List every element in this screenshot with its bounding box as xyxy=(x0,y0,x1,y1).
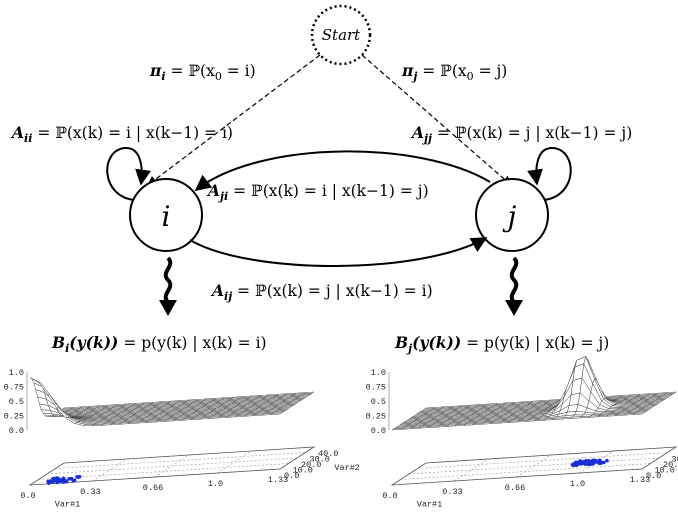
z-tick-label: 0.75 xyxy=(366,383,386,393)
x-tick-label: 0.66 xyxy=(143,483,163,493)
transition-j-to-i xyxy=(194,150,491,191)
z-tick-label: 0.5 xyxy=(9,397,24,407)
transition-i-to-j xyxy=(189,237,488,267)
x-tick-label: 1.33 xyxy=(268,475,288,485)
b-j-formula: Bj(y(k)) = p(y(k) | x(k) = j) xyxy=(394,333,609,355)
floor-grid-line xyxy=(55,452,306,469)
observation-point xyxy=(61,476,66,481)
x-tick-label: 0.0 xyxy=(20,491,35,501)
x-tick-label: 0.0 xyxy=(382,491,397,501)
observation-point xyxy=(605,458,609,463)
floor-grid-line xyxy=(46,457,298,475)
self-loop-i xyxy=(106,146,151,201)
pi-i-formula: πi = ℙ(x0 = i) xyxy=(149,61,256,83)
state-node-i xyxy=(129,178,203,252)
y-tick-label: 0.0 xyxy=(646,471,661,481)
observation-point xyxy=(58,478,63,483)
emission-squiggle-i xyxy=(163,256,173,304)
observation-point xyxy=(51,476,56,481)
surface-cell xyxy=(270,412,283,415)
observation-point xyxy=(579,459,583,464)
observation-point xyxy=(56,477,60,481)
start-node-label: Start xyxy=(322,26,361,44)
floor-grid-line xyxy=(92,458,127,482)
a-jj-formula: Ajj = ℙ(x(k) = j | x(k−1) = j) xyxy=(410,123,632,145)
observation-point xyxy=(55,480,60,485)
observation-point xyxy=(69,477,73,481)
observation-point xyxy=(598,459,602,464)
z-tick-label: 0.25 xyxy=(4,412,24,422)
observation-point xyxy=(595,460,599,464)
floor-grid-line xyxy=(400,463,651,480)
observation-point xyxy=(46,479,50,484)
observation-point xyxy=(573,461,578,465)
initial-arrow-i xyxy=(147,54,321,186)
a-ji-formula: Aji = ℙ(x(k) = i | x(k−1) = j) xyxy=(206,181,429,203)
observation-point xyxy=(76,475,81,480)
x-tick-label: 0.33 xyxy=(442,487,462,497)
x-axis-label: Var#1 xyxy=(55,500,81,510)
pi-j-formula: πj = ℙ(x0 = j) xyxy=(401,61,507,83)
b-i-formula: Bi(y(k)) = p(y(k) | x(k) = i) xyxy=(51,333,267,355)
x-tick-label: 1.0 xyxy=(570,479,585,489)
z-tick-label: 0.0 xyxy=(371,426,386,436)
state-node-i-label: i xyxy=(162,200,171,233)
y-tick-label: 30.0 xyxy=(310,455,330,465)
floor-grid-line xyxy=(454,458,489,482)
z-tick-label: 0.0 xyxy=(9,426,24,436)
z-tick-label: 0.25 xyxy=(366,412,386,422)
y-axis-label: Var#2 xyxy=(334,463,360,473)
observation-point xyxy=(586,461,591,465)
x-tick-label: 1.0 xyxy=(208,479,223,489)
floor-border xyxy=(28,446,316,486)
observation-point xyxy=(591,458,596,463)
floor-grid-line xyxy=(217,450,252,474)
observation-point xyxy=(72,478,77,482)
y-tick-label: 10.0 xyxy=(293,466,313,476)
z-tick-label: 0.75 xyxy=(4,383,24,393)
observation-point xyxy=(51,480,55,484)
y-tick-label: 10.0 xyxy=(655,466,675,476)
a-ii-formula: Aii = ℙ(x(k) = i | x(k−1) = i) xyxy=(10,123,233,145)
surface-cell xyxy=(632,412,645,415)
y-tick-label: 20.0 xyxy=(663,460,678,470)
initial-arrow-j xyxy=(361,54,512,186)
floor-grid-line xyxy=(417,452,668,469)
y-tick-label: 20.0 xyxy=(301,460,321,470)
y-tick-label: 0.0 xyxy=(284,471,299,481)
observation-point xyxy=(583,462,588,467)
emission-squiggle-j xyxy=(509,256,519,304)
observation-point xyxy=(64,479,69,484)
z-tick-label: 1.0 xyxy=(9,368,24,378)
emission-arrowhead-i xyxy=(159,300,177,316)
emission-arrowhead-j xyxy=(505,300,523,316)
self-loop-j xyxy=(527,146,572,201)
floor-border xyxy=(390,446,678,486)
x-tick-label: 1.33 xyxy=(630,475,650,485)
x-axis-label: Var#1 xyxy=(417,500,443,510)
floor-grid-line xyxy=(408,457,660,475)
a-ij-formula: Aij = ℙ(x(k) = j | x(k−1) = i) xyxy=(210,281,433,303)
y-tick-label: 40.0 xyxy=(318,449,338,459)
state-node-j xyxy=(475,178,549,252)
x-tick-label: 0.33 xyxy=(80,487,100,497)
x-tick-label: 0.66 xyxy=(505,483,525,493)
y-tick-label: 30.0 xyxy=(672,455,678,465)
start-node xyxy=(310,4,372,66)
z-tick-label: 0.5 xyxy=(371,397,386,407)
z-tick-label: 1.0 xyxy=(371,368,386,378)
